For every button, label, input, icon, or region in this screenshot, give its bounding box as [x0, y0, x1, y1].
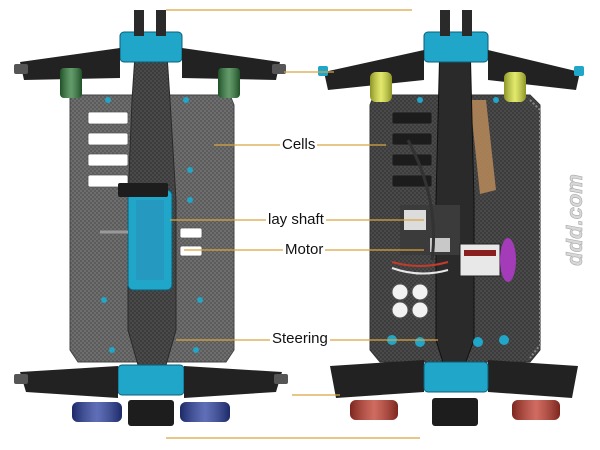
right-chassis: [318, 10, 584, 426]
right-cell-slots: [391, 111, 433, 188]
watermark-text: ddd.com: [562, 174, 587, 266]
watermark-logo: ddd.com: [562, 174, 588, 266]
callout-lay-shaft: lay shaft: [266, 211, 326, 228]
right-motor-pink: [500, 238, 516, 282]
right-blue-bulkhead-bottom: [423, 361, 489, 393]
left-plate-cutouts: [87, 111, 203, 257]
callout-cells: Cells: [280, 136, 318, 153]
callout-motor: Motor: [283, 241, 326, 258]
left-chassis: [14, 10, 288, 426]
callout-steering: Steering: [270, 330, 330, 347]
left-blue-bulkhead-top: [119, 31, 183, 63]
left-rear-springs: [72, 402, 230, 422]
left-blue-bulkhead-bottom: [117, 364, 185, 396]
right-front-springs: [370, 72, 526, 102]
right-esc: [459, 243, 501, 277]
right-rear-springs: [350, 400, 560, 420]
right-blue-bulkhead-top: [423, 31, 489, 63]
left-front-springs: [60, 68, 240, 98]
